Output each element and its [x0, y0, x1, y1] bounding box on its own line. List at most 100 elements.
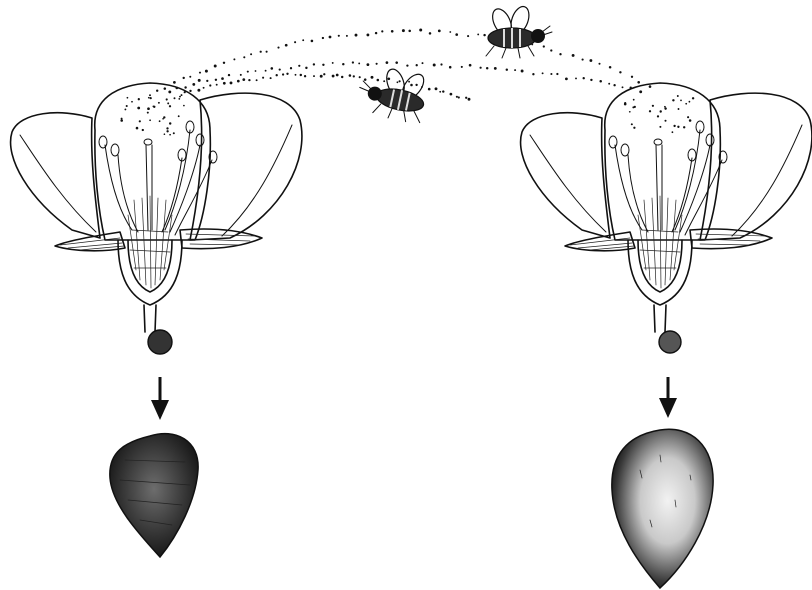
- pollen-dot: [230, 81, 233, 84]
- pollen-dot: [304, 75, 306, 77]
- pollen-dot: [169, 134, 171, 136]
- pollen-dot: [178, 98, 180, 100]
- pollen-dot: [237, 80, 240, 83]
- pollen-dot: [599, 80, 602, 83]
- pollen-dot: [521, 70, 524, 73]
- pollen-dot: [415, 84, 417, 86]
- pollen-dot: [148, 97, 150, 99]
- pollen-dot: [408, 81, 410, 83]
- pollen-dot: [298, 65, 300, 67]
- corolla-center: [605, 83, 721, 240]
- pollen-dot: [286, 73, 288, 75]
- pollen-dot: [639, 90, 642, 93]
- pollen-dot: [295, 74, 297, 76]
- pollen-dot: [685, 103, 687, 105]
- pollen-dot: [169, 105, 171, 107]
- pollen-dot: [329, 36, 332, 39]
- pollen-dot: [149, 94, 151, 96]
- pollen-dot: [198, 79, 201, 82]
- pollen-dot: [311, 40, 314, 43]
- pollen-dot: [652, 105, 654, 107]
- pollen-dot: [622, 86, 624, 88]
- pollen-dot: [277, 47, 279, 49]
- pollen-dot: [173, 132, 175, 134]
- pollen-dot: [376, 63, 378, 65]
- pollen-dot: [649, 85, 652, 88]
- pistil-left: [146, 145, 152, 230]
- pollen-dot: [294, 41, 296, 43]
- pollen-dot: [550, 49, 552, 51]
- pollen-dot: [381, 30, 383, 32]
- pollen-dot: [323, 73, 325, 75]
- pollen-dot: [450, 93, 453, 96]
- pollen-dot: [687, 116, 689, 118]
- pollen-dot: [167, 102, 169, 104]
- pollen-dot: [203, 87, 205, 89]
- pollen-dot: [469, 64, 472, 67]
- seed-left: [110, 434, 198, 557]
- pollen-dot: [439, 91, 441, 93]
- pollen-dot: [156, 90, 158, 92]
- pollen-dot: [637, 81, 640, 84]
- pollen-dot: [678, 108, 680, 110]
- pollen-dot: [542, 72, 544, 74]
- pollen-dot: [174, 97, 176, 99]
- pollen-dot: [455, 33, 458, 36]
- pollen-dot: [366, 33, 369, 36]
- pollen-dot: [131, 101, 133, 103]
- pollen-dot: [184, 91, 186, 93]
- pollen-dot: [477, 33, 479, 35]
- pollen-dot: [305, 67, 307, 69]
- pollen-dot: [458, 96, 460, 98]
- pollen-dot: [589, 59, 592, 62]
- pollen-dot: [322, 37, 324, 39]
- pollen-dot: [342, 63, 344, 65]
- pollen-dot: [467, 35, 469, 37]
- pistil-right: [656, 145, 662, 230]
- pollen-dot: [173, 81, 176, 84]
- pedicel-base-right: [659, 331, 681, 353]
- pollen-dot: [629, 111, 631, 113]
- pollen-dot: [189, 76, 191, 78]
- pollen-dot: [371, 76, 374, 79]
- pollen-dot: [147, 107, 150, 110]
- pollen-dot: [223, 82, 226, 85]
- pollen-dot: [486, 67, 488, 69]
- pollen-dot: [248, 79, 250, 81]
- pollen-dot: [179, 96, 181, 98]
- pollen-dot: [215, 79, 217, 81]
- pollen-dot: [240, 74, 242, 76]
- pedicel-base-left: [148, 330, 172, 354]
- pollen-dot: [216, 84, 218, 86]
- pollen-dot: [243, 56, 245, 58]
- pollen-trails: [120, 29, 694, 136]
- pollen-dot: [556, 73, 558, 75]
- pollen-dot: [583, 77, 585, 79]
- pollen-dot: [657, 115, 659, 117]
- pollen-dot: [214, 65, 217, 68]
- pollen-dot: [265, 70, 267, 72]
- pollen-dot: [429, 32, 432, 35]
- pollen-dot: [184, 86, 186, 88]
- pollen-dot: [633, 127, 635, 129]
- pollen-dot: [572, 54, 575, 57]
- pollen-dot: [302, 39, 304, 41]
- pollen-dot: [139, 120, 141, 122]
- pollen-dot: [634, 106, 636, 108]
- pollen-dot: [149, 119, 151, 121]
- pollen-dot: [164, 87, 167, 90]
- pollen-dot: [408, 30, 411, 33]
- pollen-dot: [624, 103, 627, 106]
- pollen-dot: [402, 29, 405, 32]
- pollen-dot: [250, 53, 252, 55]
- pollen-dot: [332, 62, 334, 64]
- pollen-dot: [178, 115, 180, 117]
- pollen-dot: [664, 106, 666, 108]
- pollen-dot: [664, 107, 666, 109]
- pollen-dot: [575, 77, 577, 79]
- ovary-texture: [638, 196, 682, 288]
- pollen-dot: [692, 97, 694, 99]
- pollen-dot: [120, 119, 123, 122]
- pollen-dot: [276, 74, 278, 76]
